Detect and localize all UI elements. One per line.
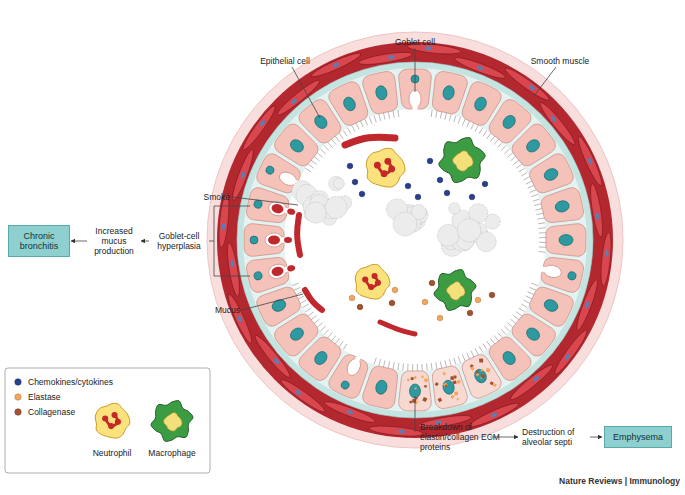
- epithelial-cell: [244, 224, 292, 257]
- leader-line: [415, 396, 416, 432]
- chemokine-dot: [427, 158, 433, 164]
- epithelial-layer: [243, 68, 587, 412]
- epithelial-cell: [539, 257, 583, 292]
- smoke-particles: [438, 203, 501, 257]
- neutrophil: [355, 264, 390, 299]
- airway-wall-group: [207, 32, 623, 448]
- flow-arrow: [71, 241, 87, 242]
- epithelial-cell: [363, 71, 399, 122]
- legend-swatch: [15, 394, 21, 400]
- legend-label: Elastase: [28, 392, 128, 402]
- elastase-dot: [475, 297, 481, 303]
- collagenase-dot: [429, 280, 435, 286]
- annotation-label: Destruction of alveolar septi: [522, 427, 590, 447]
- mucus-strand: [380, 322, 415, 334]
- annotation-label: Smooth muscle: [525, 56, 595, 66]
- legend-label: Neutrophil: [82, 448, 142, 458]
- legend-swatch: [15, 409, 21, 415]
- chemokine-dot: [482, 181, 488, 187]
- epithelial-cell: [533, 188, 584, 224]
- chemokine-dot: [405, 183, 411, 189]
- chemokine-dot: [437, 177, 443, 183]
- mucus-strand: [345, 137, 395, 145]
- collagenase-dot: [467, 310, 473, 316]
- legend-label: Chemokines/cytokines: [28, 377, 128, 387]
- legend-label: Macrophage: [142, 448, 202, 458]
- legend-box: [5, 368, 210, 473]
- epithelial-cell: [431, 358, 467, 409]
- neutrophil: [95, 403, 130, 438]
- collagenase-dot: [357, 304, 363, 310]
- legend-swatch: [15, 379, 21, 385]
- airway-lumen: [284, 109, 546, 371]
- annotation-label: Nature Reviews | Immunology: [540, 476, 680, 486]
- macrophage: [151, 401, 193, 442]
- elastase-dot: [422, 299, 428, 305]
- epithelial-cell: [246, 257, 296, 292]
- leader-line: [232, 197, 298, 205]
- leader-line: [534, 67, 556, 96]
- elastase-dot: [349, 295, 355, 301]
- annotation-label: Epithelial cell: [250, 56, 320, 66]
- chemokine-dot: [352, 179, 358, 185]
- smoke-particles: [386, 199, 427, 236]
- epithelial-cell: [363, 358, 399, 409]
- smooth-muscle-band: [217, 42, 613, 438]
- annotation-label: Increased mucus production: [88, 226, 140, 256]
- leader-line: [415, 48, 416, 92]
- outcome-box: Emphysema: [604, 426, 672, 448]
- chemokine-dot: [469, 194, 475, 200]
- epithelial-cell: [538, 224, 586, 257]
- elastase-dot: [437, 315, 443, 321]
- mucus-strand: [297, 215, 300, 255]
- airway-wall: [207, 32, 623, 448]
- box-text: Chronic bronchitis: [9, 231, 69, 251]
- epithelial-cell: [431, 71, 467, 122]
- chemokine-dot: [359, 191, 365, 197]
- annotation-label: Smoke: [190, 192, 230, 202]
- chemokine-dot: [444, 190, 450, 196]
- airway-lumen-group: [292, 137, 500, 334]
- flow-arrow: [590, 437, 602, 438]
- smooth-muscle-cell: [599, 232, 613, 287]
- annotation-label: Goblet cell: [385, 37, 445, 47]
- mucus-strand: [305, 290, 322, 310]
- chemokine-dot: [347, 163, 353, 169]
- basement-membrane: [237, 62, 593, 418]
- smoke-particles: [292, 176, 352, 225]
- collagenase-dot: [489, 292, 495, 298]
- macrophage: [434, 270, 476, 311]
- flow-arrow: [141, 241, 149, 242]
- outcome-box: Chronic bronchitis: [8, 225, 70, 257]
- legend-label: Collagenase: [28, 407, 128, 417]
- annotation-label: Mucus: [200, 305, 240, 315]
- macrophage: [439, 137, 485, 182]
- annotation-label: Breakdown of elastin/collagen ECM protei…: [420, 422, 500, 452]
- neutrophil: [366, 148, 405, 187]
- bracket: [214, 206, 250, 276]
- chemokine-dot: [415, 194, 421, 200]
- collagenase-dot: [389, 300, 395, 306]
- leader-line: [292, 67, 320, 118]
- annotation-label: Goblet-cell hyperplasia: [150, 231, 208, 251]
- elastase-dot: [392, 287, 398, 293]
- leader-line: [242, 294, 303, 310]
- leader-lines: [71, 48, 602, 437]
- box-text: Emphysema: [613, 432, 663, 442]
- leader-line: [209, 241, 214, 242]
- legend-samples: [15, 379, 193, 442]
